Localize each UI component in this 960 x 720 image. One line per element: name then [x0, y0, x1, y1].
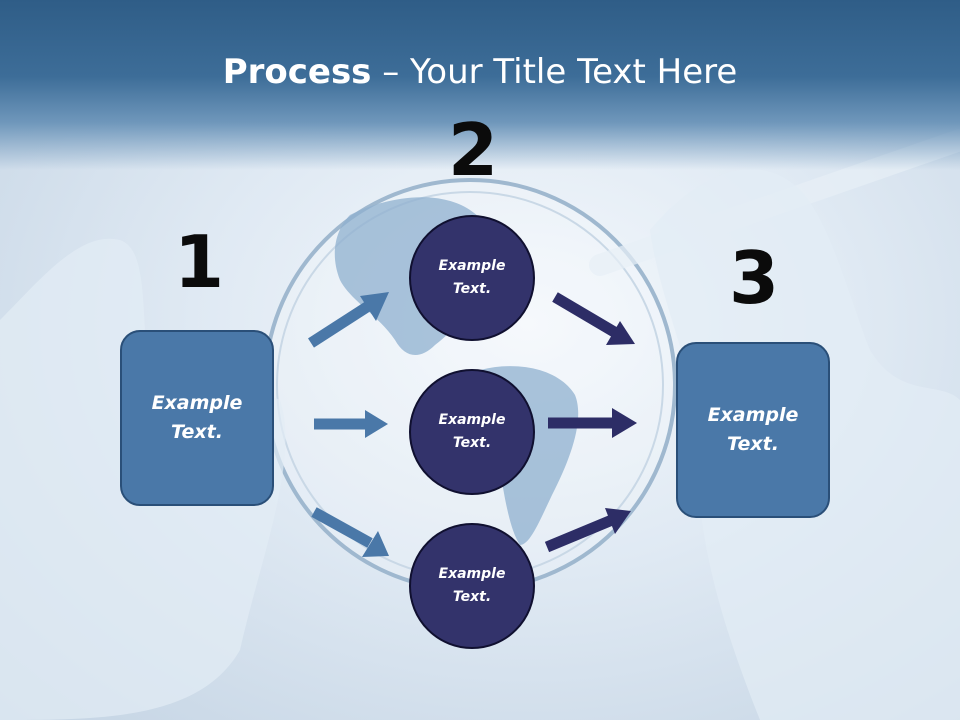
header-band [0, 0, 960, 170]
step-2-circle-top: Example Text. [409, 215, 535, 341]
arrow-middle-to-step-3 [548, 408, 637, 438]
step-3-text: Example Text. [707, 404, 799, 455]
arrow-top-to-step-3 [552, 292, 635, 345]
step-2-text-bottom: Example Text. [438, 566, 506, 605]
step-1-box: Example Text. [120, 330, 274, 506]
step-number-2: 2 [447, 108, 499, 192]
title-rest: – Your Title Text Here [371, 52, 738, 92]
step-3-box: Example Text. [676, 342, 830, 518]
step-2-circle-middle: Example Text. [409, 369, 535, 495]
arrow-to-middle-circle [314, 410, 388, 438]
step-2-text-middle: Example Text. [438, 412, 506, 451]
step-2-text-top: Example Text. [438, 258, 506, 297]
title-bold: Process [222, 52, 372, 92]
step-number-3: 3 [728, 236, 780, 320]
arrow-to-top-circle [308, 292, 389, 348]
slide-title: Process – Your Title Text Here [0, 52, 960, 92]
step-1-text: Example Text. [151, 392, 243, 443]
arrow-bottom-to-step-3 [544, 508, 631, 553]
arrow-to-bottom-circle [311, 507, 389, 557]
step-number-1: 1 [173, 220, 225, 304]
step-2-circle-bottom: Example Text. [409, 523, 535, 649]
